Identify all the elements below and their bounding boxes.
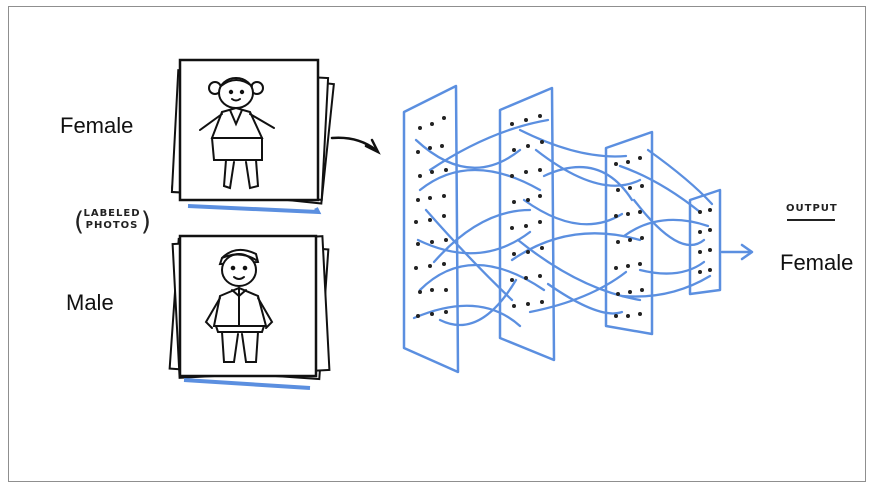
layer-1 — [404, 86, 458, 372]
layer-2 — [500, 88, 554, 360]
network-layers — [404, 86, 720, 372]
network-nodes — [414, 114, 712, 318]
